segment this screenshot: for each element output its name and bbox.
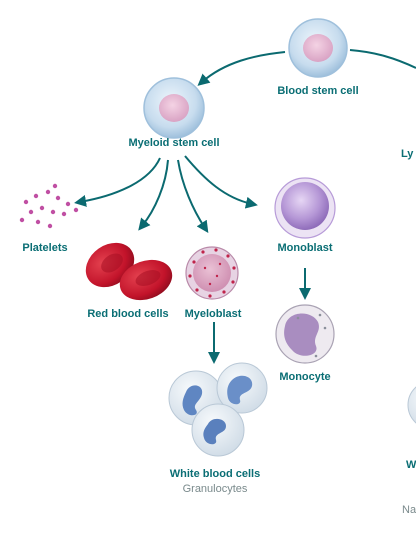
arrow-stem-to-right [349, 49, 416, 69]
label-right-partial-2: Na [402, 504, 416, 516]
red-blood-cells-illustration [85, 242, 173, 301]
partial-cell-right [407, 386, 416, 424]
blood-stem-cell-illustration [288, 18, 348, 78]
label-myeloid-stem-cell: Myeloid stem cell [128, 137, 220, 149]
arrow-stem-to-myeloid [197, 51, 286, 86]
monoblast-illustration [274, 177, 336, 239]
myeloid-stem-cell-illustration [143, 77, 205, 139]
label-red-blood-cells: Red blood cells [87, 308, 169, 320]
myeloblast-illustration [185, 246, 239, 300]
label-myeloblast: Myeloblast [184, 308, 242, 320]
platelets-illustration [19, 183, 79, 229]
label-lymphoid-partial: Ly [401, 148, 414, 160]
white-blood-cells-illustration [168, 362, 268, 457]
arrow-myeloid-to-myeloblast [177, 159, 209, 233]
label-white-blood-cells: White blood cells [169, 468, 261, 480]
label-granulocytes: Granulocytes [182, 483, 248, 495]
monocyte-illustration [275, 304, 335, 364]
arrow-myeloid-to-red [138, 159, 169, 231]
label-right-partial-1: W [406, 459, 416, 471]
arrow-myeloid-to-monoblast [184, 155, 258, 209]
arrow-myeloid-to-platelets [74, 157, 161, 207]
label-platelets: Platelets [22, 242, 68, 254]
label-monocyte: Monocyte [279, 371, 331, 383]
label-monoblast: Monoblast [277, 242, 333, 254]
label-blood-stem-cell: Blood stem cell [277, 85, 359, 97]
arrows [74, 49, 416, 364]
